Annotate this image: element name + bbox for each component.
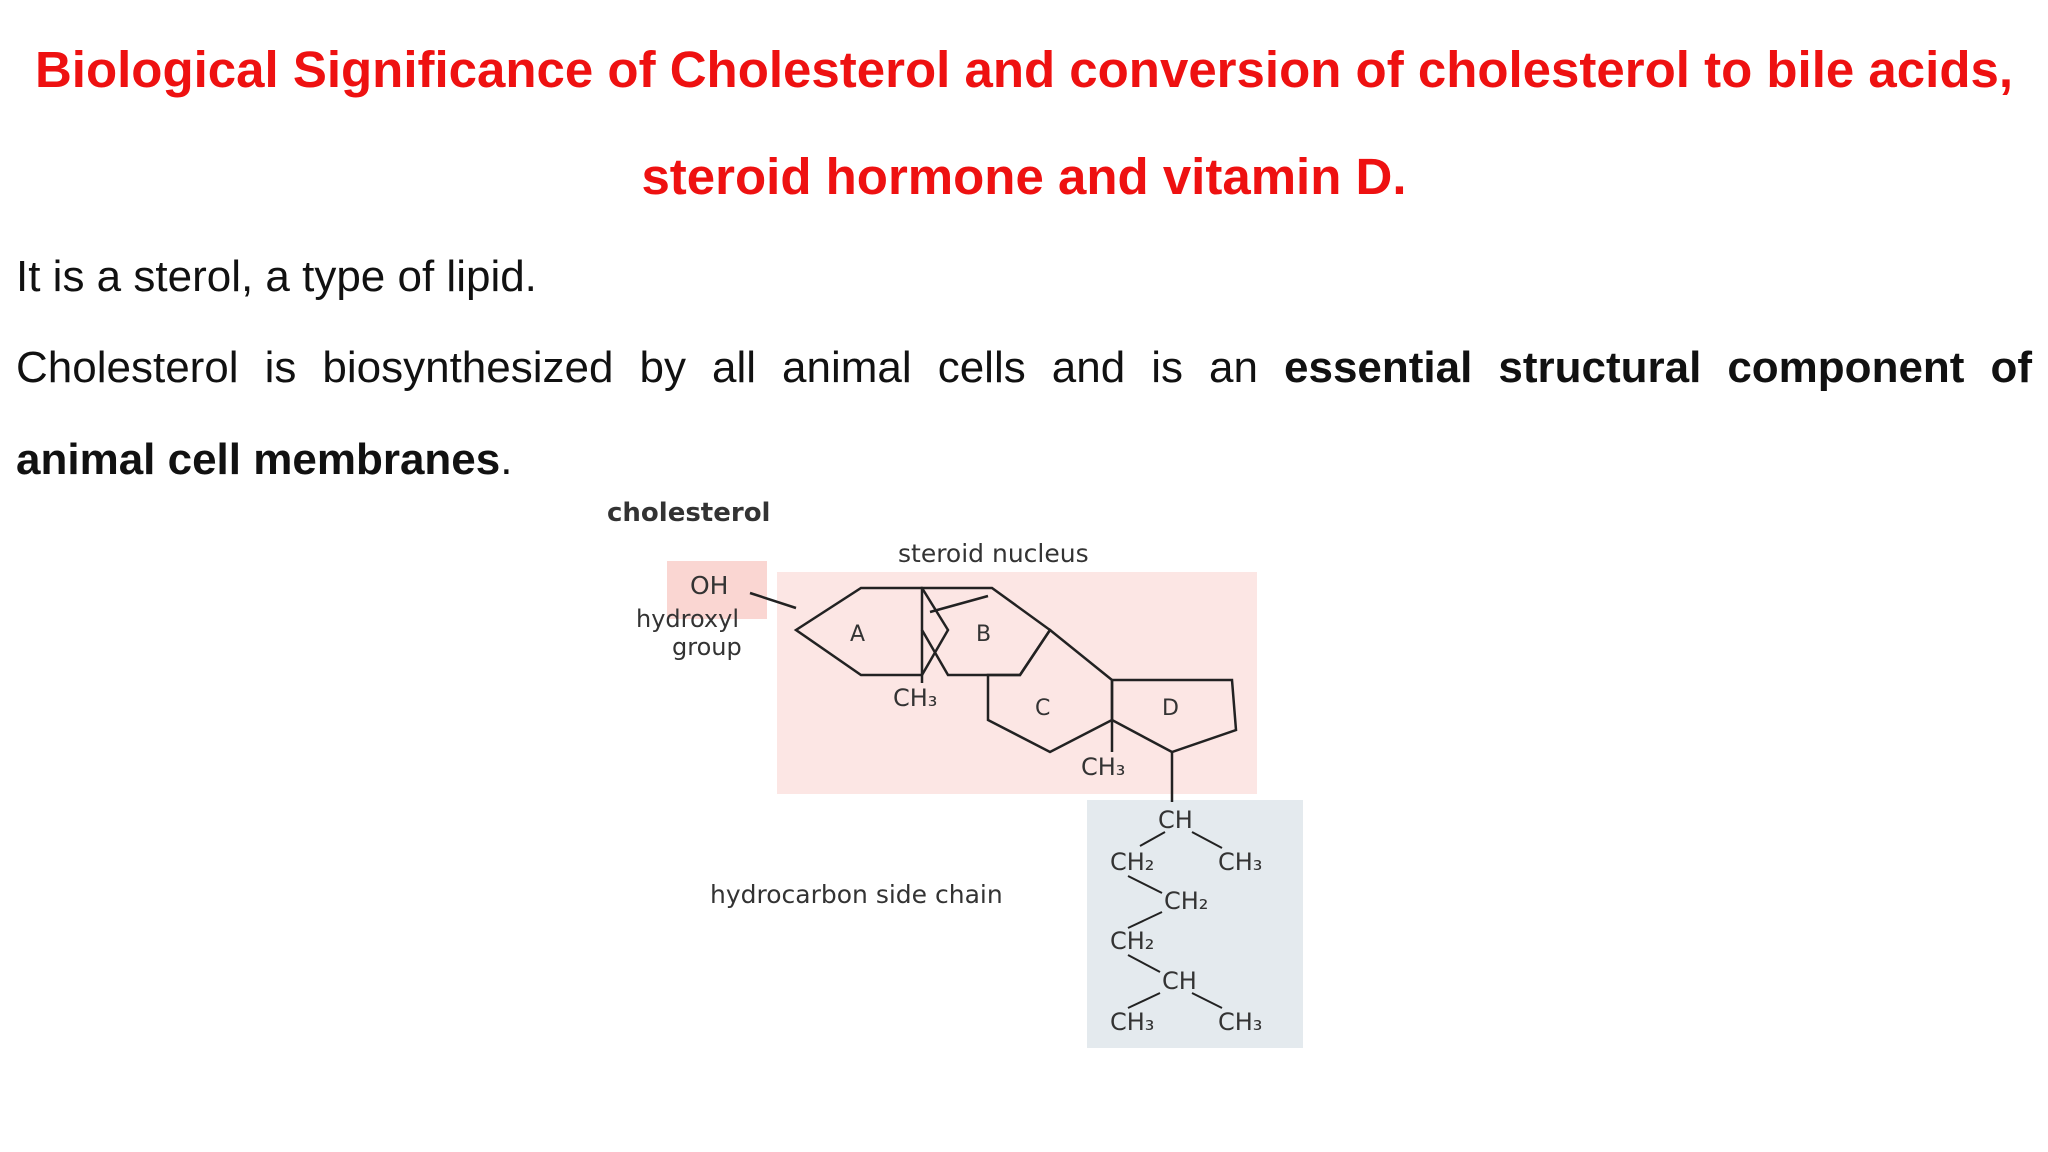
ring-a-label: A [850, 622, 865, 647]
paragraph-biosynthesis-bold-2: animal cell membranes [16, 435, 501, 484]
hydroxyl-group-region [667, 561, 767, 619]
chain-bond-2 [1191, 831, 1223, 849]
chain-ch2-3: CH₂ [1110, 927, 1154, 955]
side-chain-region [1087, 800, 1303, 1048]
oh-label: OH [690, 571, 728, 600]
chain-ch2-1: CH₂ [1110, 848, 1154, 876]
ring-b-label: B [976, 622, 991, 647]
chain-ch3-3: CH₃ [1218, 1008, 1262, 1036]
paragraph-biosynthesis-line-2: animal cell membranes. [16, 434, 512, 486]
paragraph-sterol-definition: It is a sterol, a type of lipid. [16, 252, 537, 301]
chain-bond-4 [1127, 911, 1163, 929]
chain-bond-7 [1191, 992, 1223, 1009]
chain-bond-3 [1127, 875, 1163, 894]
hydroxyl-label: hydroxyl [636, 605, 739, 633]
chain-bond-1 [1139, 831, 1166, 847]
hydroxyl-group-label: group [672, 633, 742, 661]
diagram-heading: cholesterol [607, 498, 770, 528]
chain-ch3-1: CH₃ [1218, 848, 1262, 876]
paragraph-biosynthesis-intro: Cholesterol is biosynthesized by all ani… [16, 343, 1258, 392]
slide-title-line-1: Biological Significance of Cholesterol a… [34, 41, 2014, 98]
methyl-label-1: CH₃ [893, 684, 937, 712]
chain-bond-6 [1127, 992, 1161, 1009]
chain-ch2-2: CH₂ [1164, 887, 1208, 915]
ring-c-bond [986, 628, 1114, 754]
hydroxyl-bond [749, 591, 797, 610]
chain-ch3-2: CH₃ [1110, 1008, 1154, 1036]
ring-b-double-bond [929, 594, 989, 614]
chain-ch-1: CH [1158, 806, 1193, 834]
slide-title-line-2: steroid hormone and vitamin D. [641, 148, 1407, 205]
steroid-nucleus-region [777, 572, 1257, 794]
paragraph-biosynthesis-bold-1: essential structural component of [1284, 343, 2033, 392]
paragraph-biosynthesis-line-1: Cholesterol is biosynthesized by all ani… [16, 342, 2032, 394]
chain-ch-2: CH [1162, 967, 1197, 995]
ring-c-label: C [1035, 696, 1050, 721]
methyl-label-2: CH₃ [1081, 753, 1125, 781]
ring-d-label: D [1162, 696, 1179, 721]
side-chain-label: hydrocarbon side chain [710, 880, 1003, 909]
steroid-nucleus-label: steroid nucleus [898, 539, 1089, 568]
paragraph-biosynthesis-period: . [500, 435, 513, 484]
chain-bond-5 [1127, 954, 1161, 973]
ring-d-bond [1110, 678, 1238, 754]
